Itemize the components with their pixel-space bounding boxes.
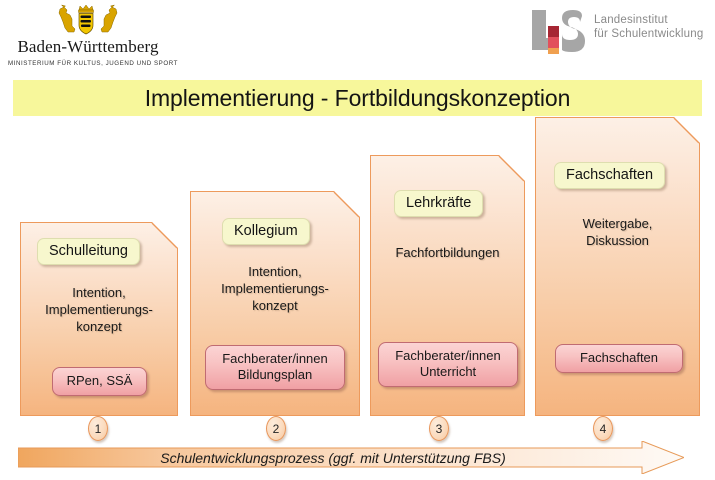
column-1-content: Schulleitung Intention,Implementierungs-…: [20, 222, 178, 416]
process-column-1: Schulleitung Intention,Implementierungs-…: [20, 222, 178, 416]
step-number-4: 4: [593, 416, 613, 441]
page-title: Implementierung - Fortbildungskonzeption: [144, 84, 571, 111]
column-1-heading: Schulleitung: [37, 238, 140, 265]
column-4-footer-box: Fachschaften: [555, 344, 683, 373]
process-arrow-shape-icon: [18, 441, 684, 474]
process-column-3: Lehrkräfte Fachfortbildungen Fachberater…: [370, 155, 525, 416]
column-1-footer-box: RPen, SSÄ: [52, 367, 147, 396]
header: Baden-Württemberg MINISTERIUM FÜR KULTUS…: [0, 0, 715, 78]
column-3-heading: Lehrkräfte: [394, 190, 484, 217]
slide-title-bar: Implementierung - Fortbildungskonzeption: [13, 80, 702, 116]
process-column-2: Kollegium Intention,Implementierungs-kon…: [190, 191, 360, 416]
baden-wuerttemberg-coat-of-arms-icon: [58, 4, 118, 35]
ls-logo-line1: Landesinstitut: [594, 14, 668, 26]
baden-wuerttemberg-title: Baden-Württemberg: [17, 37, 159, 56]
process-arrow-label: Schulentwicklungsprozess (ggf. mit Unter…: [160, 449, 506, 466]
column-2-body: Intention,Implementierungs-konzept: [221, 264, 329, 313]
column-4-heading: Fachschaften: [554, 162, 666, 189]
column-2-heading: Kollegium: [222, 218, 310, 245]
column-3-body: Fachfortbildungen: [395, 245, 500, 260]
column-3-content: Lehrkräfte Fachfortbildungen Fachberater…: [370, 155, 525, 416]
column-2-content: Kollegium Intention,Implementierungs-kon…: [190, 191, 360, 416]
column-4-content: Fachschaften Weitergabe,Diskussion Fachs…: [535, 117, 700, 416]
baden-wuerttemberg-subtitle: MINISTERIUM FÜR KULTUS, JUGEND UND SPORT: [8, 60, 178, 67]
process-arrow: Schulentwicklungsprozess (ggf. mit Unter…: [18, 441, 684, 474]
step-number-3: 3: [429, 416, 449, 441]
ls-logo-line2: für Schulentwicklung: [594, 28, 704, 40]
ls-logo-mark-icon: [532, 10, 585, 54]
ls-logo-text: Landesinstitut für Schulentwicklung: [594, 13, 703, 41]
column-4-body: Weitergabe,Diskussion: [582, 216, 653, 248]
baden-wuerttemberg-logo: Baden-Württemberg MINISTERIUM FÜR KULTUS…: [8, 4, 178, 67]
step-number-1: 1: [88, 416, 108, 441]
process-column-4: Fachschaften Weitergabe,Diskussion Fachs…: [535, 117, 700, 416]
column-1-body: Intention,Implementierungs-konzept: [45, 285, 153, 334]
ls-landesinstitut-logo: Landesinstitut für Schulentwicklung: [528, 8, 708, 58]
step-number-2: 2: [266, 416, 286, 441]
